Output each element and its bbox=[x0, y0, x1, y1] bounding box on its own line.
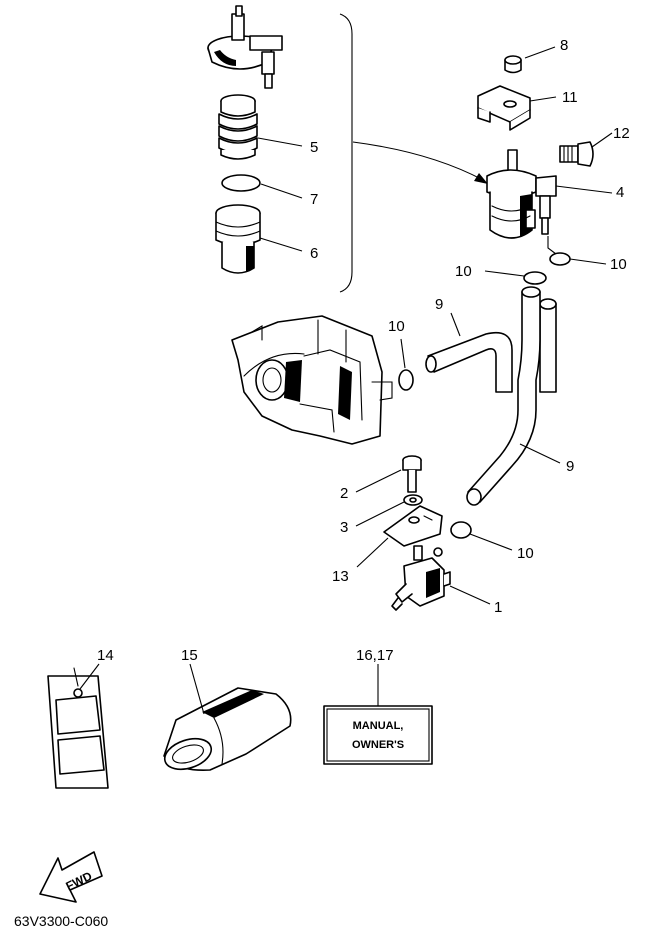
group-bracket bbox=[339, 13, 353, 293]
callout-12: 12 bbox=[613, 125, 630, 142]
callout-10-lower: 10 bbox=[517, 545, 534, 562]
bolt-2 bbox=[402, 455, 422, 493]
callout-numbers: 8 11 12 4 5 7 6 10 10 9 10 9 2 3 10 13 1… bbox=[97, 37, 630, 664]
callout-10-right: 10 bbox=[610, 256, 627, 273]
callout-3: 3 bbox=[340, 519, 348, 536]
clip-10-carburetor bbox=[398, 369, 414, 391]
drawing-code: 63V3300-C060 bbox=[14, 913, 108, 929]
owners-manual-16-17: MANUAL, OWNER'S bbox=[323, 664, 433, 765]
collar-8 bbox=[504, 55, 522, 74]
callout-15: 15 bbox=[181, 647, 198, 664]
callout-10-carburetor: 10 bbox=[388, 318, 405, 335]
callout-8: 8 bbox=[560, 37, 568, 54]
clip-10-lower bbox=[450, 521, 472, 539]
plate-13 bbox=[383, 505, 443, 547]
callout-5: 5 bbox=[310, 139, 318, 156]
callout-14: 14 bbox=[97, 647, 114, 664]
leader-lines bbox=[257, 46, 613, 605]
callout-11: 11 bbox=[562, 89, 578, 106]
callout-16-17: 16,17 bbox=[356, 647, 394, 664]
washer-3 bbox=[403, 494, 423, 506]
clip-10-upper-left bbox=[523, 271, 547, 285]
fwd-arrow: FWD bbox=[39, 851, 103, 903]
fuel-hose-9-long bbox=[466, 286, 541, 506]
manual-plate-line1: MANUAL, bbox=[353, 720, 404, 732]
callout-2: 2 bbox=[340, 485, 348, 502]
manual-plate-line2: OWNER'S bbox=[352, 739, 404, 751]
o-ring bbox=[221, 174, 261, 192]
fuel-filter-assy-4 bbox=[486, 149, 557, 239]
label-card-14 bbox=[47, 663, 109, 789]
bracket-11 bbox=[477, 85, 531, 131]
filter-cup bbox=[215, 204, 261, 274]
callout-7: 7 bbox=[310, 191, 318, 208]
bolt-12 bbox=[559, 141, 594, 167]
sleeve-15 bbox=[163, 663, 292, 772]
callout-1: 1 bbox=[494, 599, 502, 616]
callout-9-upper: 9 bbox=[435, 296, 443, 313]
callout-6: 6 bbox=[310, 245, 318, 262]
bracket-pointer bbox=[352, 141, 484, 181]
filter-cap-with-fittings bbox=[207, 5, 283, 89]
filter-element bbox=[218, 94, 258, 160]
callout-4: 4 bbox=[616, 184, 624, 201]
clip-10-upper-right bbox=[549, 252, 571, 266]
fuel-cock-1 bbox=[391, 545, 451, 611]
callout-10-mid: 10 bbox=[455, 263, 472, 280]
callout-13: 13 bbox=[332, 568, 349, 585]
carburetor-outline bbox=[231, 315, 393, 445]
callout-9-lower: 9 bbox=[566, 458, 574, 475]
